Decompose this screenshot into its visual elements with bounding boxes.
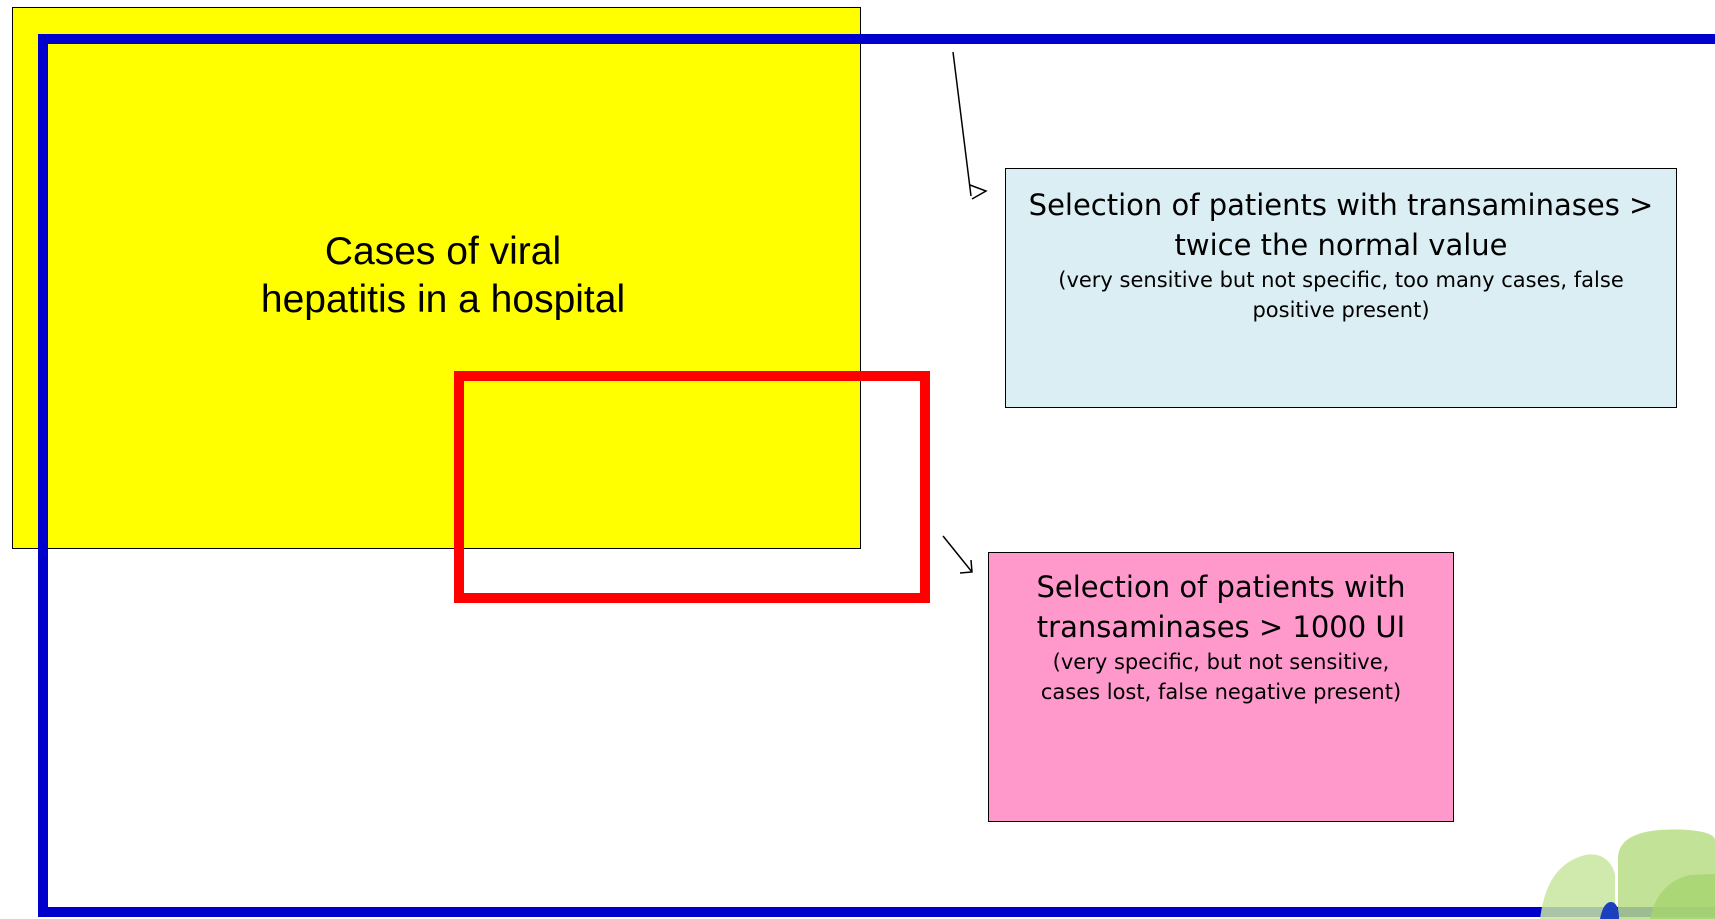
sensitive-selection-frame xyxy=(38,34,1715,917)
sensitive-selection-callout: Selection of patients with transaminases… xyxy=(1005,168,1677,408)
viral-hepatitis-cases-label: Cases of viral hepatitis in a hospital xyxy=(163,228,723,324)
sensitive-selection-title: Selection of patients with transaminases… xyxy=(1028,188,1654,262)
specific-selection-frame xyxy=(454,371,930,603)
sensitive-selection-note: (very sensitive but not specific, too ma… xyxy=(1058,268,1624,322)
sensitive-arrow-line xyxy=(952,51,972,197)
specific-arrow-head xyxy=(959,559,973,574)
viral-hepatitis-cases-box: Cases of viral hepatitis in a hospital xyxy=(12,7,861,549)
specific-arrow-line xyxy=(942,535,973,573)
sensitive-arrow-head xyxy=(969,184,988,200)
viral-hepatitis-cases-line2: hepatitis in a hospital xyxy=(260,278,626,321)
specific-selection-callout: Selection of patients with transaminases… xyxy=(988,552,1454,822)
specific-selection-note: (very specific, but not sensitive, cases… xyxy=(1040,650,1402,704)
specific-selection-title: Selection of patients with transaminases… xyxy=(1036,570,1406,644)
viral-hepatitis-cases-line1: Cases of viral xyxy=(324,230,562,273)
